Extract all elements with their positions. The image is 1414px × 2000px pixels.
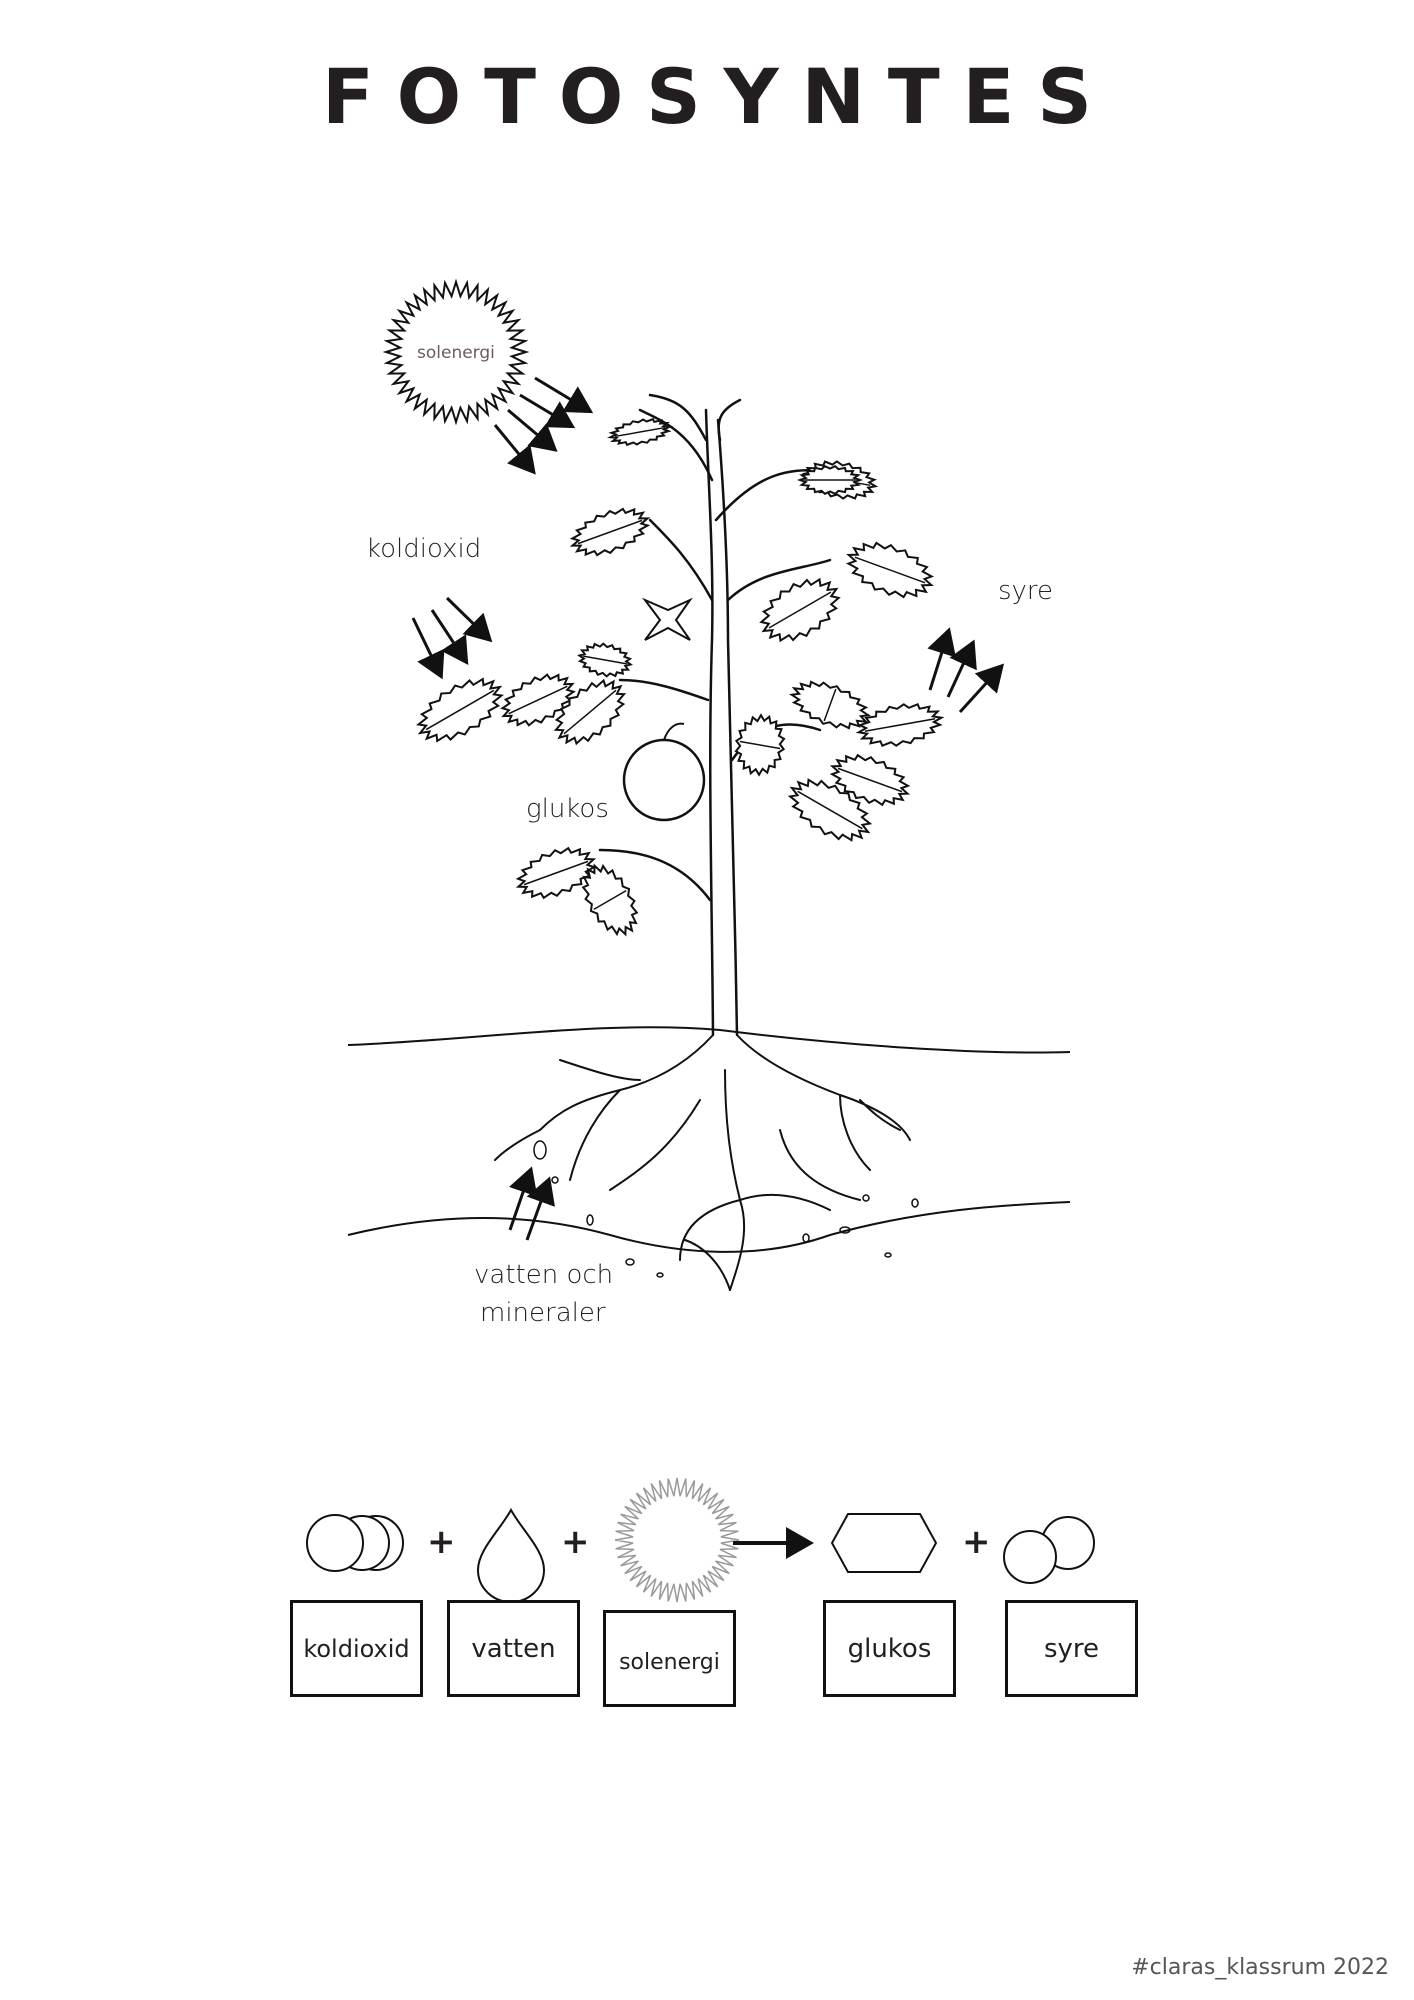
water-drop-icon [476, 1507, 546, 1604]
co2-molecule-icon [306, 1514, 404, 1572]
plant-roots [494, 1034, 911, 1291]
co2-arrows [411, 596, 493, 680]
term-box-solenergi: solenergi [603, 1610, 736, 1707]
glucose-hexagon-icon [830, 1513, 938, 1573]
oxygen-label: syre [998, 576, 1054, 606]
glucose-label: glukos [526, 794, 609, 824]
sun-icon-equation [614, 1477, 740, 1603]
plus-sign: + [962, 1522, 991, 1562]
term-box-syre: syre [1005, 1600, 1138, 1697]
flower-icon [641, 597, 693, 641]
water-label-line2: mineraler [480, 1298, 606, 1328]
term-box-vatten: vatten [447, 1600, 580, 1697]
oxygen-arrows [927, 627, 1005, 714]
term-box-koldioxid: koldioxid [290, 1600, 423, 1697]
plant-leaves [416, 417, 945, 937]
footer-credit: #claras_klassrum 2022 [1131, 1955, 1389, 1980]
ground-lines [347, 1026, 1071, 1253]
water-label-line1: vatten och [474, 1260, 614, 1290]
soil-particles [533, 1140, 919, 1278]
term-box-glukos: glukos [823, 1600, 956, 1697]
sun-icon [382, 278, 530, 426]
plant-stem [598, 393, 832, 1037]
water-arrows [508, 1166, 555, 1241]
co2-label: koldioxid [366, 534, 482, 564]
page-title: FOTOSYNTES [321, 52, 1115, 141]
plus-sign: + [427, 1522, 456, 1562]
oxygen-molecule-icon [1003, 1516, 1095, 1584]
plus-sign: + [561, 1522, 590, 1562]
sun-label: solenergi [417, 343, 495, 363]
sunlight-arrows [493, 376, 594, 475]
